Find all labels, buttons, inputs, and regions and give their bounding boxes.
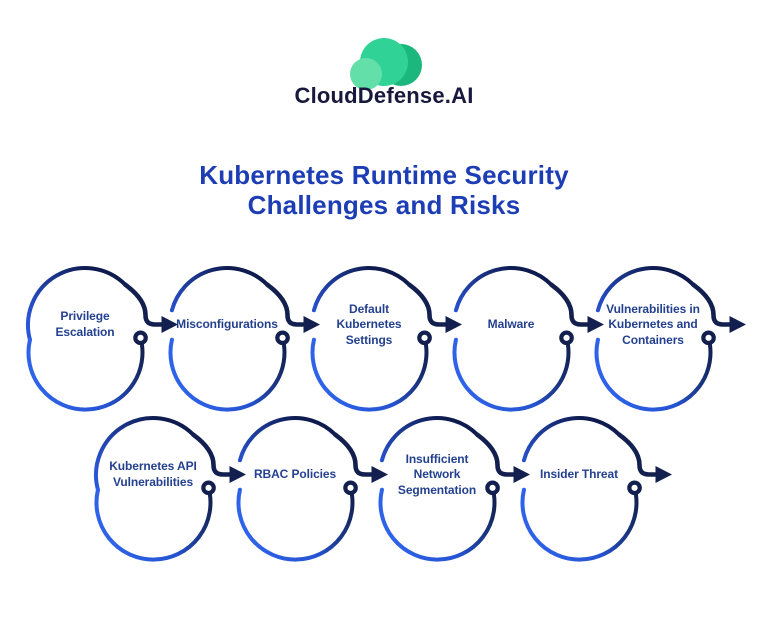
flow-node: Malware: [440, 250, 610, 412]
circle-lower-arc: [378, 485, 497, 562]
circle-upper-arc: [94, 416, 196, 492]
circle-lower-arc: [452, 335, 571, 412]
circle-upper-arc: [595, 266, 696, 313]
flow-node-label: Default Kubernetes Settings: [336, 301, 402, 347]
cloud-circle-light: [350, 58, 382, 90]
circle-arrow-graphic: [520, 416, 672, 562]
arrow-connector: [333, 432, 377, 477]
flow-node-label: Malware: [487, 317, 535, 332]
circle-arrow-graphic: [236, 416, 388, 562]
arrow-connector: [475, 432, 519, 477]
arrow-head-icon: [303, 316, 320, 333]
ring-terminal-icon: [343, 480, 358, 496]
arrow-connector: [691, 282, 735, 327]
flow-node: Kubernetes API Vulnerabilities: [82, 400, 252, 562]
circle-arrow-graphic: [168, 266, 320, 412]
arrow-connector: [123, 282, 167, 327]
circle-upper-arc: [521, 416, 622, 463]
flow-node-label: Misconfigurations: [176, 317, 278, 332]
flow-node-label: Privilege Escalation: [55, 309, 115, 339]
arrow-connector: [191, 432, 235, 477]
circle-upper-arc: [379, 416, 480, 463]
circle-upper-arc: [311, 266, 412, 313]
ring-terminal-icon: [485, 480, 500, 496]
flow-node-label: Insider Threat: [540, 467, 618, 482]
flow-node-label: Insufficient Network Segmentation: [397, 451, 477, 497]
arrow-connector: [407, 282, 451, 327]
arrow-head-icon: [587, 316, 604, 333]
flow-node: Misconfigurations: [156, 250, 326, 412]
circle-lower-arc: [236, 485, 355, 562]
ring-terminal-icon: [559, 330, 574, 346]
ring-terminal-icon: [201, 480, 216, 496]
circle-lower-arc: [520, 485, 639, 562]
circle-arrow-graphic: [594, 266, 746, 412]
ring-terminal-icon: [275, 330, 290, 346]
ring-terminal-icon: [133, 330, 148, 346]
flow-node: RBAC Policies: [224, 400, 394, 562]
arrow-head-icon: [161, 316, 178, 333]
flow-node-label: Kubernetes API Vulnerabilities: [109, 459, 197, 489]
flow-node: Privilege Escalation: [14, 250, 184, 412]
arrow-head-icon: [513, 466, 530, 483]
flow-node-label: Vulnerabilities in Kubernetes and Contai…: [606, 301, 700, 347]
cloud-logo-icon: [350, 38, 422, 90]
arrow-head-icon: [371, 466, 388, 483]
circle-arrow-graphic: [26, 266, 178, 412]
ring-terminal-icon: [417, 330, 432, 346]
arrow-connector: [617, 432, 661, 477]
ring-terminal-icon: [627, 480, 642, 496]
flow-node: Insider Threat: [508, 400, 678, 562]
circle-lower-arc: [168, 335, 287, 412]
circle-upper-arc: [169, 266, 270, 313]
circle-upper-arc: [26, 266, 128, 342]
title-line-2: Challenges and Risks: [247, 190, 521, 220]
arrow-connector: [549, 282, 593, 327]
circle-upper-arc: [237, 416, 338, 463]
arrow-head-icon: [229, 466, 246, 483]
arrow-head-icon: [445, 316, 462, 333]
circle-arrow-graphic: [378, 416, 530, 562]
circle-arrow-graphic: [310, 266, 462, 412]
flow-node: Vulnerabilities in Kubernetes and Contai…: [582, 250, 752, 412]
circle-lower-arc: [26, 335, 145, 412]
circle-arrow-graphic: [452, 266, 604, 412]
circle-lower-arc: [94, 485, 213, 562]
ring-terminal-icon: [701, 330, 716, 346]
arrow-head-icon: [729, 316, 746, 333]
circle-lower-arc: [310, 335, 429, 412]
circle-arrow-graphic: [94, 416, 246, 562]
arrow-head-icon: [655, 466, 672, 483]
circle-upper-arc: [453, 266, 554, 313]
flow-node: Default Kubernetes Settings: [298, 250, 468, 412]
arrow-connector: [265, 282, 309, 327]
flow-node-label: RBAC Policies: [253, 467, 337, 482]
title-line-1: Kubernetes Runtime Security: [199, 160, 569, 190]
circle-lower-arc: [594, 335, 713, 412]
flow-node: Insufficient Network Segmentation: [366, 400, 536, 562]
brand-name: CloudDefense.AI: [294, 83, 474, 108]
